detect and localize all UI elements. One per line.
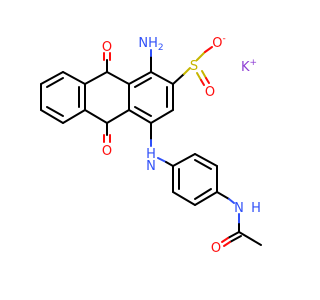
atom-o-sulfonate-label: O — [212, 36, 222, 51]
atom-o-sulfonate-charge: - — [222, 34, 225, 44]
atom-amine-h: H — [146, 147, 156, 162]
molecule-diagram: O O NH2 S O- O K+ H N N H O — [40, 34, 262, 256]
right-aminated-ring — [128, 71, 174, 124]
atom-amide-n: N — [234, 201, 244, 216]
phenyl-ring — [172, 153, 218, 206]
sulfonate-group — [172, 46, 213, 86]
atom-amine-n: H — [146, 147, 156, 162]
structure-canvas: O O NH2 S O- O K+ H N N H O — [40, 34, 262, 256]
atom-sulfur: S — [190, 59, 198, 74]
amine-linker — [150, 122, 174, 167]
atom-amino-label: NH — [138, 36, 158, 51]
atom-amine-n-label: N — [146, 159, 156, 174]
atom-o-bottom: O — [102, 144, 112, 159]
atom-o-top: O — [102, 40, 112, 55]
atom-amino-subscript: 2 — [158, 43, 164, 53]
atom-o-sulfonate-double: O — [205, 85, 215, 100]
atom-amino: NH2 — [138, 36, 163, 53]
atom-potassium-charge: + — [249, 58, 257, 68]
acetamide-group — [216, 191, 262, 247]
atom-potassium-label: K — [241, 60, 250, 75]
atom-potassium: K+ — [241, 58, 257, 75]
atom-o-amide: O — [211, 241, 221, 256]
carbonyl-top — [103, 52, 111, 73]
atom-amide-h: H — [251, 201, 261, 216]
quinone-ring — [84, 71, 130, 124]
carbonyl-bottom — [103, 122, 111, 143]
atom-o-sulfonate-minus: O- — [212, 34, 225, 51]
left-benzene-ring — [40, 71, 86, 124]
